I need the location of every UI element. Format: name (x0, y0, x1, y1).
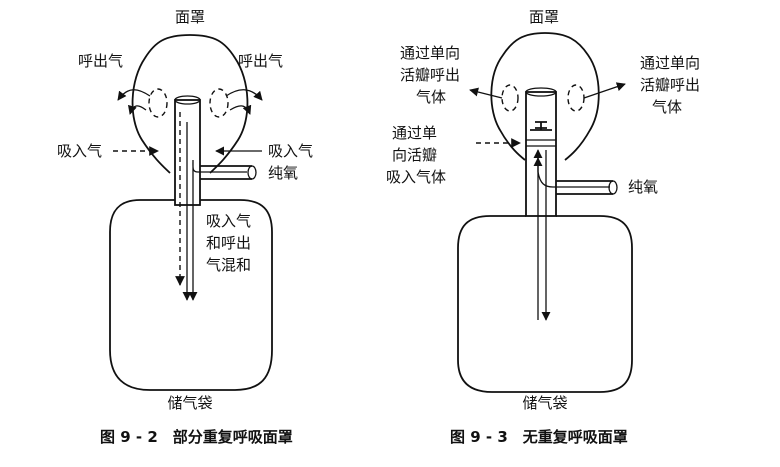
label-inhale-1: 通过单 (392, 124, 437, 142)
exhale-arrow-right-2 (229, 104, 252, 115)
label-exhale-left-2: 活瓣呼出 (400, 66, 460, 84)
tube-top-right (525, 87, 557, 97)
exhale-arrow-left-2 (127, 104, 147, 115)
figure-partial-rebreathing (109, 34, 273, 391)
label-exhale-right-2: 活瓣呼出 (640, 76, 700, 94)
exhale-arrow-left (117, 89, 151, 101)
label-mixed-line-3: 气混和 (206, 256, 251, 274)
exhale-port-right-b (567, 84, 585, 112)
label-exhale-left: 呼出气 (78, 52, 123, 70)
label-exhale-right-1: 通过单向 (640, 54, 700, 72)
label-exhale-left-1: 通过单向 (400, 44, 460, 62)
label-bag-left: 储气袋 (167, 394, 212, 412)
oxygen-inlet-end-right (608, 180, 618, 195)
exhale-arrow-right-fig-right (583, 82, 626, 99)
bag-outline-right (457, 215, 633, 393)
bag-outline-left (109, 199, 273, 391)
caption-left: 图 9 - 2 部分重复呼吸面罩 (100, 428, 293, 446)
valve-right (530, 121, 552, 131)
label-inhale-right: 吸入气 (268, 142, 313, 160)
exhale-arrow-right (225, 89, 263, 101)
label-inhale-left: 吸入气 (57, 142, 102, 160)
label-exhale-right-3: 气体 (652, 98, 682, 116)
label-exhale-right: 呼出气 (238, 52, 283, 70)
figure-non-rebreathing (457, 32, 633, 393)
mask-outline-left (131, 34, 249, 174)
valve-seat-right (526, 139, 556, 147)
oxygen-inlet-right (556, 180, 613, 195)
label-mask-right: 面罩 (529, 8, 559, 26)
label-mixed-line-1: 吸入气 (206, 212, 251, 230)
caption-right: 图 9 - 3 无重复呼吸面罩 (450, 428, 628, 446)
oxygen-inlet-end-left (247, 165, 257, 180)
label-inhale-2: 向活瓣 (392, 146, 437, 164)
oxygen-inlet-left (200, 165, 252, 180)
flow-oxygen-left (188, 159, 247, 301)
tube-right (525, 91, 557, 217)
label-oxygen-right: 纯氧 (628, 178, 658, 196)
tube-top-left (174, 95, 201, 105)
exhale-port-left-a (148, 88, 168, 118)
label-mixed-line-2: 和呼出 (206, 234, 251, 252)
mask-outline-right (490, 32, 600, 161)
label-mask-left: 面罩 (175, 8, 205, 26)
label-bag-right: 储气袋 (522, 394, 567, 412)
exhale-port-right-a (501, 84, 519, 112)
exhale-port-left-b (209, 88, 229, 118)
exhale-arrow-right-fig-left (469, 87, 503, 99)
label-oxygen-left: 纯氧 (268, 164, 298, 182)
label-inhale-3: 吸入气体 (386, 168, 446, 186)
label-exhale-left-3: 气体 (416, 88, 446, 106)
